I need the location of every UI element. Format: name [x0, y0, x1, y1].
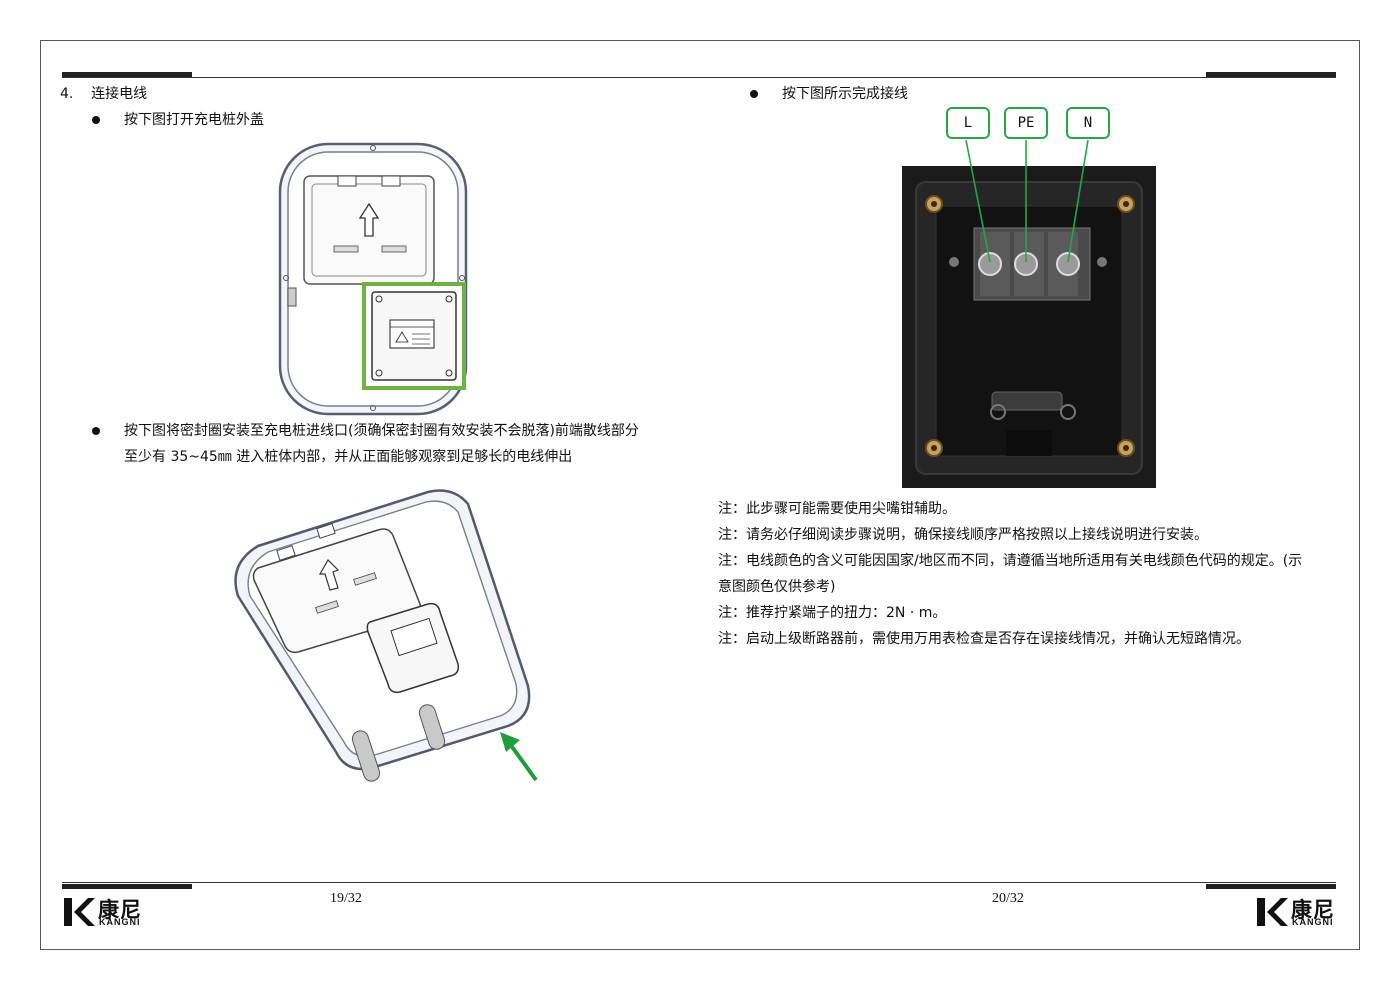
logo-text-cn: 康尼: [98, 898, 142, 922]
open-cover-instruction: 按下图打开充电桩外盖: [124, 112, 264, 128]
terminal-block-photo: [902, 166, 1156, 488]
logo-text-cn: 康尼: [1291, 898, 1335, 922]
kangni-logo-left: 康尼 KANGNI: [62, 896, 152, 932]
cable-insertion-arrow: [500, 732, 538, 782]
footer-bar-left: [62, 884, 192, 889]
bullet-dot: [750, 90, 758, 98]
footer-rule: [62, 882, 1336, 883]
note-wire-colors-cont: 意图颜色仅供参考): [718, 579, 836, 595]
note-follow-instructions: 注：请务必仔细阅读步骤说明，确保接线顺序严格按照以上接线说明进行安装。: [718, 527, 1208, 543]
note-torque: 注：推荐拧紧端子的扭力：2N · m。: [718, 605, 947, 621]
note-pliers: 注：此步骤可能需要使用尖嘴钳辅助。: [718, 501, 956, 517]
header-bar-right: [1206, 72, 1336, 77]
charger-front-illustration: [278, 142, 468, 416]
step-heading: 4. 连接电线: [60, 86, 148, 102]
terminal-label-l: L: [946, 107, 990, 139]
kangni-logo-mark: [1257, 898, 1288, 926]
terminal-leader-lines: [965, 139, 1089, 263]
page-number-right: 20/32: [992, 891, 1024, 906]
seal-ring-instruction-line2: 至少有 35~45㎜ 进入桩体内部，并从正面能够观察到足够长的电线伸出: [124, 449, 573, 465]
terminal-label-n: N: [1066, 107, 1110, 139]
header-bar-left: [62, 72, 192, 77]
note-wire-colors: 注：电线颜色的含义可能因国家/地区而不同，请遵循当地所适用有关电线颜色代码的规定…: [718, 553, 1303, 569]
kangni-logo-mark: [64, 898, 95, 926]
footer-bar-right: [1206, 884, 1336, 889]
note-multimeter-check: 注：启动上级断路器前，需使用万用表检查是否存在误接线情况，并确认无短路情况。: [718, 631, 1250, 647]
bullet-dot: [92, 427, 100, 435]
charger-cable-entry-illustration: [234, 489, 531, 782]
logo-text-en: KANGNI: [99, 917, 141, 927]
kangni-logo-right: 康尼 KANGNI: [1255, 896, 1345, 932]
page-number-left: 19/32: [330, 891, 362, 906]
wiring-instruction: 按下图所示完成接线: [782, 86, 908, 102]
page-frame: [40, 40, 1360, 950]
logo-text-en: KANGNI: [1292, 917, 1334, 927]
bullet-dot: [92, 116, 100, 124]
header-rule: [62, 77, 1336, 78]
terminal-label-pe: PE: [1004, 107, 1048, 139]
seal-ring-instruction-line1: 按下图将密封圈安装至充电桩进线口(须确保密封圈有效安装不会脱落)前端散线部分: [124, 423, 639, 439]
